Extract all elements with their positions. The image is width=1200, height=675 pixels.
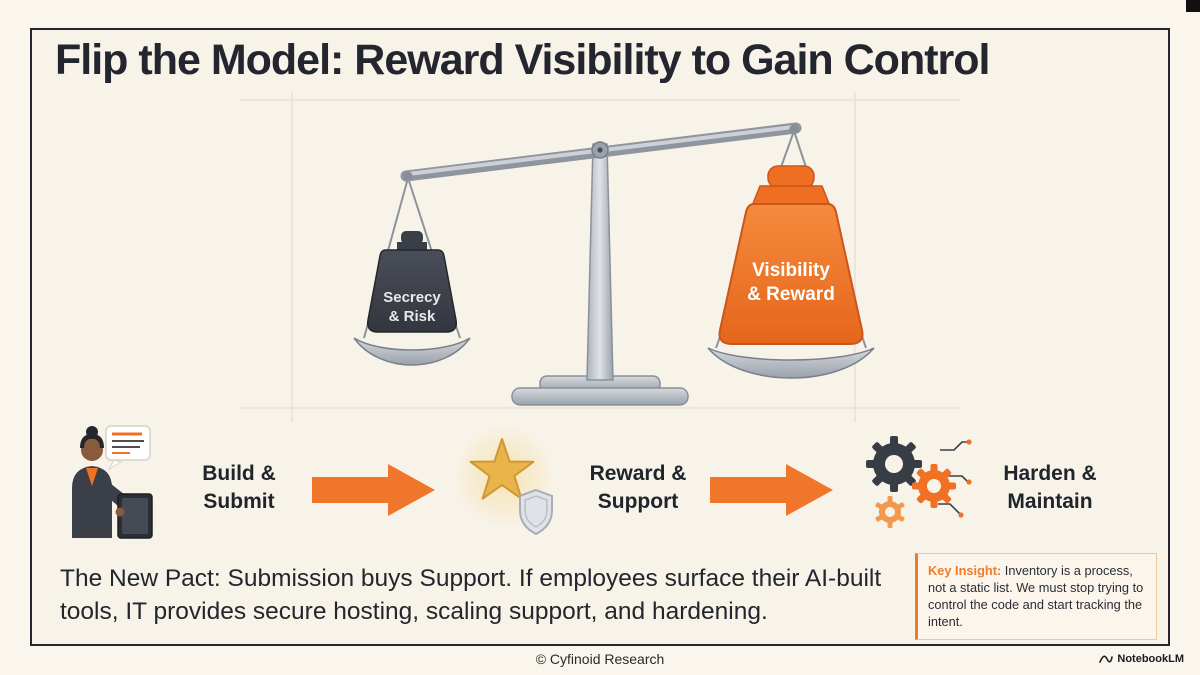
visibility-weight-label-line1: Visibility: [752, 260, 830, 281]
person-with-tablet-illustration: [62, 424, 182, 542]
flow-step-label-line: Maintain: [1007, 489, 1093, 513]
slide-title: Flip the Model: Reward Visibility to Gai…: [55, 36, 990, 84]
gears-icon: [850, 424, 972, 542]
circuit-traces: [938, 441, 969, 515]
notebooklm-label: NotebookLM: [1117, 653, 1184, 665]
footer-copyright: © Cyfinoid Research: [535, 651, 665, 667]
balance-scale-icon: Secrecy & Risk Visibility & Reward: [240, 92, 960, 422]
star-shield-icon: [452, 424, 562, 538]
arrow-right-icon: [312, 462, 437, 518]
speech-bubble-icon: [105, 425, 151, 471]
video-corner-artifact: [1186, 0, 1200, 12]
key-insight-text: Inventory is a process, not a static lis…: [928, 563, 1144, 630]
gear-small-orange: [875, 496, 905, 528]
background-gridlines: [240, 92, 960, 422]
flow-step-label-line: Submit: [203, 489, 275, 513]
key-insight-label: Key Insight:: [928, 563, 1002, 578]
new-pact-line2: tools, IT provides secure hosting, scali…: [60, 597, 768, 625]
right-pan: Visibility & Reward: [707, 130, 875, 379]
new-pact-line1: The New Pact: Submission buys Support. I…: [60, 565, 882, 592]
secrecy-weight-label-line1: Secrecy: [383, 289, 441, 306]
secrecy-weight-label-line2: & Risk: [389, 308, 436, 325]
star-icon: [469, 438, 535, 500]
notebooklm-logo-icon: [1099, 655, 1114, 663]
gear-orange: [912, 464, 956, 508]
flow-step-label-line: Support: [597, 489, 679, 513]
secrecy-weight: Secrecy & Risk: [366, 231, 458, 333]
arrow-right-icon: [710, 462, 835, 518]
scale-pillar: [586, 143, 614, 381]
flow-step-label-line: Reward &: [589, 462, 687, 485]
flow-step-reward-support: Reward & Support: [576, 460, 700, 515]
notebooklm-brand: NotebookLM: [1099, 653, 1184, 665]
flow-step-label-line: Harden &: [1003, 462, 1097, 485]
visibility-weight-label-line2: & Reward: [747, 284, 835, 305]
shield-icon: [519, 488, 553, 536]
flow-step-build-submit: Build & Submit: [183, 460, 295, 515]
flow-step-label-line: Build &: [202, 462, 276, 485]
new-pact-text: The New Pact: Submission buys Support. I…: [60, 563, 890, 628]
scale-base: [511, 375, 689, 406]
left-pan: Secrecy & Risk: [353, 177, 471, 366]
flow-step-harden-maintain: Harden & Maintain: [983, 460, 1117, 515]
visibility-weight: Visibility & Reward: [718, 165, 864, 345]
gear-dark: [866, 436, 922, 492]
key-insight-box: Key Insight: Inventory is a process, not…: [915, 553, 1157, 640]
balance-scale-illustration: Secrecy & Risk Visibility & Reward: [240, 92, 960, 422]
scale-beam: [400, 122, 802, 182]
